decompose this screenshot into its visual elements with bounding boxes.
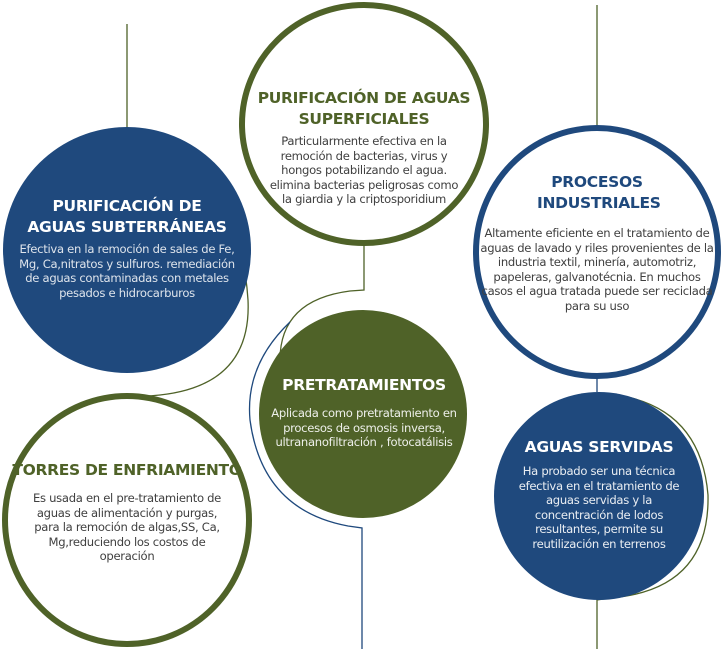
node-aguas-subterraneas: PURIFICACIÓN DE AGUAS SUBTERRÁNEAS Efect… [14, 196, 240, 300]
connector-center-top [279, 246, 365, 361]
connector-right-arc [596, 392, 709, 649]
node-body: Es usada en el pre-tratamiento de aguas … [32, 491, 222, 563]
node-title: AGUAS SERVIDAS [524, 438, 674, 456]
node-pretratamientos: PRETRATAMIENTOS Aplicada como pretratami… [262, 375, 466, 450]
circle-pretratamientos [259, 310, 467, 518]
node-body: Ha probado ser una técnica efectiva en e… [518, 464, 680, 551]
circle-torres-enfriamiento [2, 393, 252, 647]
node-body: Aplicada como pretratamiento en procesos… [271, 406, 457, 449]
node-body: Efectiva en la remoción de sales de Fe, … [19, 242, 235, 300]
node-title: PURIFICACIÓN DE AGUAS SUBTERRÁNEAS [27, 197, 227, 236]
node-title: PROCESOS INDUSTRIALES [537, 173, 661, 212]
circle-aguas-superficiales [239, 2, 489, 246]
node-title: TORRES DE ENFRIAMIENTO [12, 461, 242, 479]
node-title: PURIFICACIÓN DE AGUAS SUPERFICIALES [257, 89, 471, 128]
node-body: Altamente eficiente en el tratamiento de… [480, 226, 714, 313]
node-torres-enfriamiento: TORRES DE ENFRIAMIENTO Es usada en el pr… [10, 460, 244, 564]
node-procesos-industriales: PROCESOS INDUSTRIALES Altamente eficient… [478, 172, 716, 313]
node-aguas-superficiales: PURIFICACIÓN DE AGUAS SUPERFICIALES Part… [246, 88, 482, 207]
node-body: Particularmente efectiva en la remoción … [269, 134, 459, 206]
circle-aguas-servidas [494, 392, 704, 600]
node-aguas-servidas: AGUAS SERVIDAS Ha probado ser una técnic… [504, 437, 694, 551]
circle-procesos-industriales [473, 125, 721, 379]
connector-center-arc [248, 321, 363, 649]
node-title: PRETRATAMIENTOS [282, 376, 446, 394]
circle-aguas-subterraneas [3, 127, 251, 373]
